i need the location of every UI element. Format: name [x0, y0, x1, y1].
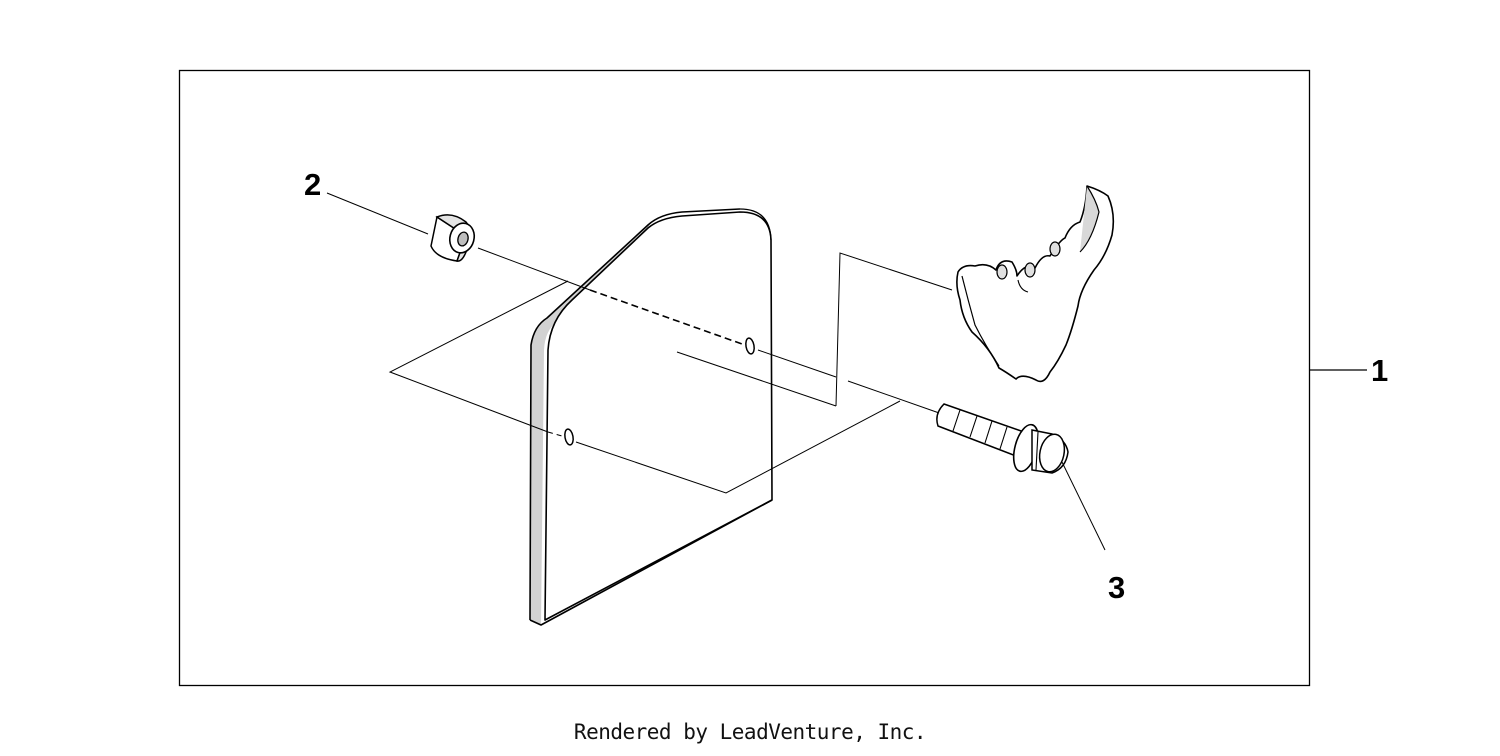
cover-part — [956, 185, 1115, 383]
callout-3-leader — [1061, 461, 1106, 551]
callout-number-3: 3 — [1108, 570, 1125, 605]
callout-number-1: 1 — [1371, 353, 1388, 388]
callout-number-2: 2 — [304, 167, 321, 202]
collar-part — [430, 214, 476, 262]
render-credit: Rendered by LeadVenture, Inc. — [573, 720, 927, 744]
assembly-lines — [388, 247, 953, 494]
assembly-frame — [178, 69, 1311, 687]
plate-part — [529, 208, 773, 626]
callout-2-leader — [326, 192, 429, 235]
flange-bolt-part — [936, 403, 1069, 474]
